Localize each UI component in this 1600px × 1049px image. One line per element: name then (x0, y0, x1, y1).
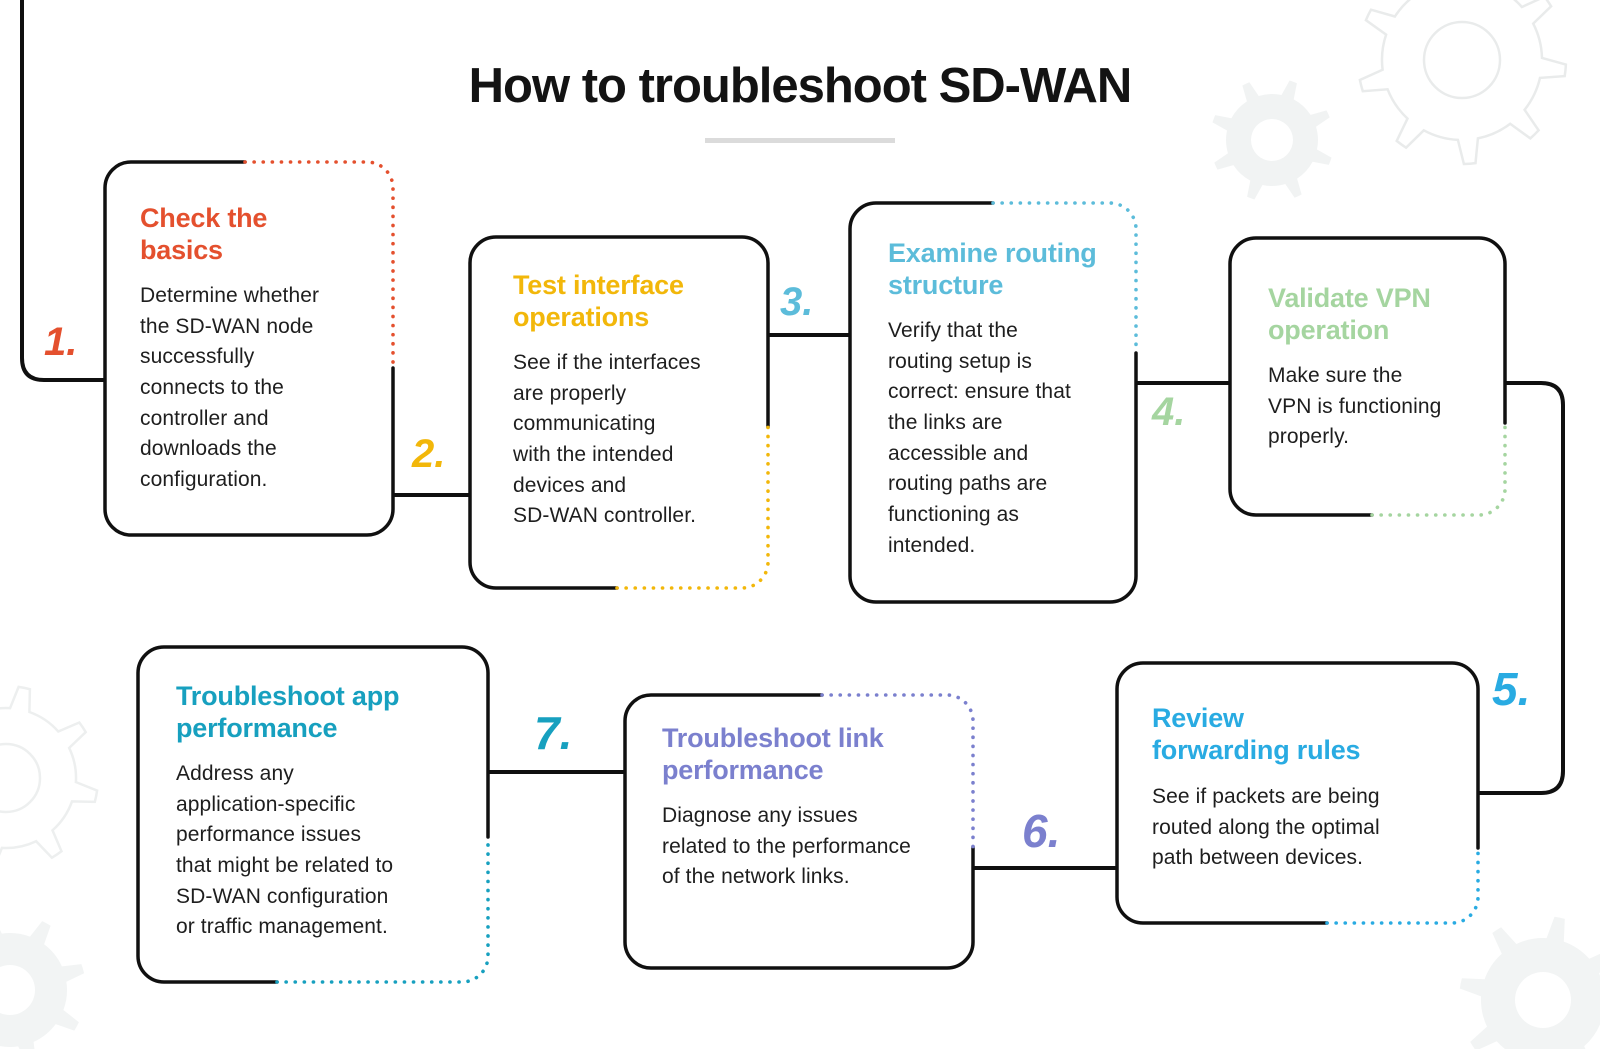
card-2 (470, 237, 768, 588)
step-2-body: See if the interfaces are properly commu… (513, 351, 701, 528)
card-5-accent-border (1325, 846, 1480, 925)
step-1-number: 1. (44, 320, 78, 364)
card-3-border (848, 201, 1138, 604)
step-7-number: 7. (534, 707, 573, 759)
card-6-accent-border (820, 693, 975, 849)
card-6 (625, 695, 973, 968)
step-4-number: 4. (1152, 390, 1186, 434)
step-3-title: Examine routing structure (888, 238, 1097, 300)
step-5-body: See if packets are being routed along th… (1152, 785, 1380, 870)
step-7-title: Troubleshoot app performance (176, 681, 400, 743)
card-4-accent-border (1370, 421, 1507, 517)
step-7-body: Address any application-specific perform… (176, 762, 394, 939)
card-7-border (136, 645, 490, 984)
card-5 (1117, 663, 1478, 923)
step-2-number: 2. (412, 432, 446, 476)
card-1-border (103, 160, 395, 537)
card-2-border (468, 235, 770, 590)
card-borders (103, 160, 1507, 984)
card-1 (105, 162, 393, 535)
step-2-title: Test interface operations (513, 270, 684, 332)
connector-step4-step5 (1478, 381, 1565, 795)
gear-icon (1358, 0, 1568, 166)
card-3-accent-border (991, 201, 1138, 355)
step-6-title: Troubleshoot link performance (662, 723, 884, 785)
card-fills (105, 162, 1505, 982)
step-6-body: Diagnose any issues related to the perfo… (662, 804, 911, 889)
step-5-title: Review forwarding rules (1152, 703, 1361, 765)
step-4-title: Validate VPN operation (1268, 283, 1431, 345)
gear-icon (1212, 80, 1332, 200)
step-5-number: 5. (1492, 663, 1531, 715)
step-3-number: 3. (780, 280, 814, 324)
page-title: How to troubleshoot SD-WAN (468, 59, 1133, 113)
card-5-border (1115, 661, 1480, 925)
card-accent-borders (243, 160, 1507, 984)
card-7 (138, 647, 488, 982)
gear-icon (0, 921, 85, 1049)
step-4-body: Make sure the VPN is functioning properl… (1268, 364, 1442, 449)
step-3-body: Verify that the routing setup is correct… (888, 319, 1071, 557)
step-1-body: Determine whether the SD-WAN node succes… (140, 284, 320, 491)
step-6-number: 6. (1022, 805, 1061, 857)
connector-lines (20, 0, 1565, 870)
connector-into-step-1 (20, 0, 105, 382)
card-2-accent-border (615, 425, 770, 590)
card-3 (850, 203, 1136, 602)
step-1-title: Check the basics (140, 203, 268, 265)
card-4 (1230, 238, 1505, 515)
gear-icon (1459, 916, 1600, 1049)
title-divider (705, 138, 895, 143)
gear-icon (0, 685, 99, 860)
card-4-border (1228, 236, 1507, 517)
card-6-border (623, 693, 975, 970)
